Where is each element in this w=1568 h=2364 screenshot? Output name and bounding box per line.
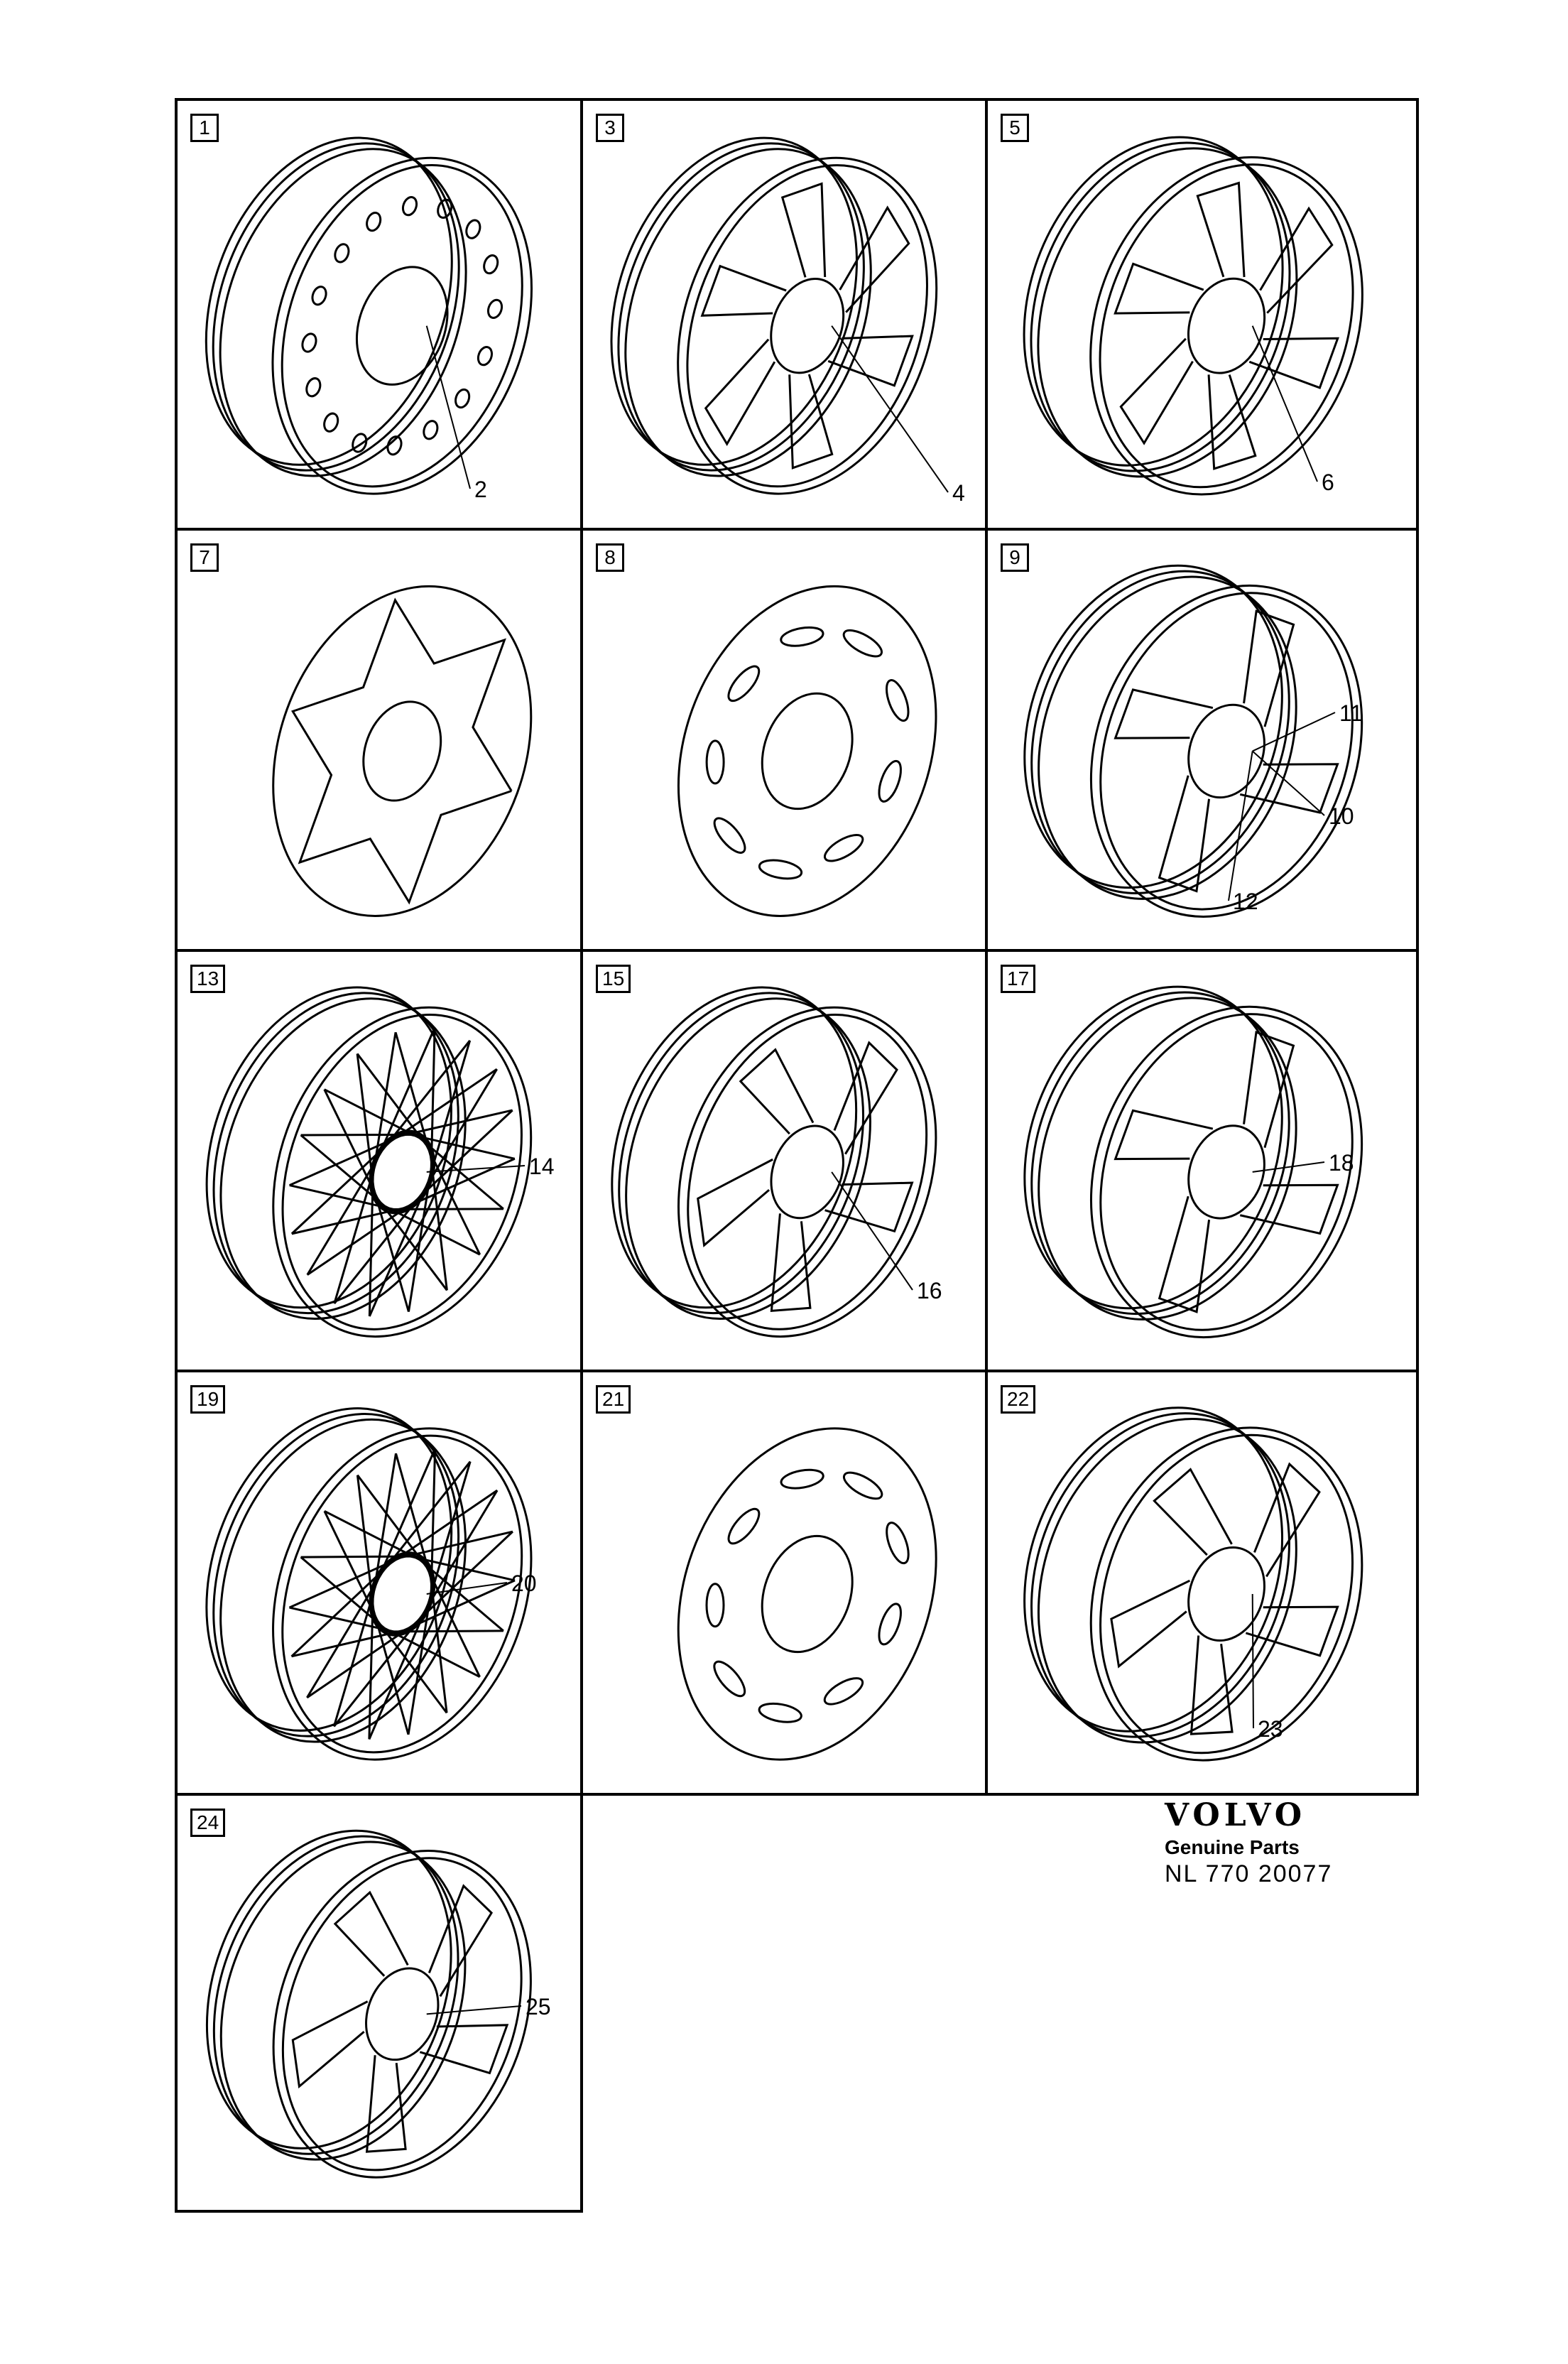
- callout-14: 14: [529, 1154, 555, 1179]
- leader-line: [1252, 750, 1325, 816]
- callout-10: 10: [1329, 803, 1354, 829]
- wheel-illustration: [205, 986, 533, 1338]
- wheel-illustration: [677, 585, 937, 917]
- leader-line: [425, 325, 471, 489]
- wheel-illustration: [1023, 564, 1363, 918]
- cover-outline: [677, 585, 937, 917]
- brand-subtitle: Genuine Parts: [1165, 1836, 1300, 1858]
- wheel-face: [289, 1027, 516, 1317]
- volvo-logo: VOLVO: [1165, 1797, 1307, 1833]
- rim-outline: [205, 136, 533, 495]
- callout-23: 23: [1258, 1716, 1283, 1742]
- rim-outline: [1023, 564, 1363, 918]
- callout-2: 2: [474, 477, 487, 502]
- wheel-illustration: [205, 1829, 532, 2179]
- callout-11: 11: [1339, 700, 1363, 726]
- leader-line: [426, 1582, 508, 1595]
- wheel-face: [301, 196, 503, 456]
- leader-line: [1252, 712, 1336, 752]
- panel-number: 9: [1001, 543, 1029, 572]
- wheel-face: [1114, 1030, 1339, 1313]
- wheel-illustration: [610, 136, 949, 495]
- wheel-face: [705, 626, 910, 880]
- rim-outline: [205, 986, 533, 1338]
- wheel-face: [697, 1041, 914, 1312]
- leader-line: [426, 2005, 522, 2015]
- wheel-face: [291, 1884, 509, 2153]
- rim-outline: [1023, 985, 1363, 1339]
- rim-outline: [610, 136, 938, 495]
- leader-line: [831, 325, 949, 493]
- panel-24: 24 25: [175, 1793, 583, 2213]
- wheel-illustration: [205, 1407, 533, 1761]
- wheel-illustration: [677, 1427, 937, 1761]
- wheel-illustration: [611, 986, 937, 1338]
- panel-number: 1: [190, 114, 219, 142]
- panel-number: 22: [1001, 1385, 1036, 1414]
- leader-line: [1251, 325, 1318, 482]
- callout-20: 20: [511, 1571, 537, 1596]
- wheel-illustration: [1023, 136, 1363, 496]
- wheel-face: [1110, 1462, 1339, 1735]
- leader-line: [426, 1165, 526, 1173]
- cover-outline: [677, 1427, 937, 1761]
- panel-number: 21: [596, 1385, 631, 1414]
- rim-outline: [205, 1407, 533, 1761]
- catalog-code: NL 770 20077: [1165, 1860, 1333, 1887]
- panel-13: 13 14: [175, 949, 583, 1372]
- panel-8: 8: [580, 528, 988, 952]
- wheel-illustration: [1023, 1406, 1363, 1762]
- panel-number: 13: [190, 965, 226, 993]
- leader-line: [1252, 1161, 1325, 1173]
- rim-outline: [611, 986, 937, 1338]
- rim-outline: [1023, 1406, 1363, 1762]
- brand-block: VOLVO Genuine Parts NL 770 20077: [1165, 1797, 1420, 1888]
- panel-9: 9 11 10 12: [985, 528, 1419, 952]
- panel-number: 8: [596, 543, 624, 572]
- panel-number: 19: [190, 1385, 226, 1414]
- panel-number: 5: [1001, 114, 1029, 142]
- panel-number: 17: [1001, 965, 1036, 993]
- panel-22: 22 23: [985, 1370, 1419, 1796]
- panel-number: 7: [190, 543, 219, 572]
- cover-outline: [272, 585, 533, 917]
- wheel-illustration: [1023, 985, 1363, 1339]
- wheel-face: [288, 1448, 516, 1740]
- callout-16: 16: [917, 1278, 942, 1303]
- wheel-face: [700, 182, 914, 470]
- wheel-face: [705, 1468, 910, 1723]
- panel-21: 21: [580, 1370, 988, 1796]
- wheel-face: [1114, 181, 1339, 470]
- panel-number: 15: [596, 965, 631, 993]
- callout-12: 12: [1233, 889, 1258, 914]
- panel-number: 3: [596, 114, 624, 142]
- wheel-illustration: [272, 585, 533, 917]
- rim-outline: [1023, 136, 1363, 496]
- wheel-face: [291, 597, 513, 905]
- callout-25: 25: [526, 1994, 551, 2019]
- panel-number: 24: [190, 1809, 226, 1837]
- callout-18: 18: [1329, 1150, 1354, 1176]
- wheel-illustration: [205, 136, 533, 495]
- leader-line: [831, 1171, 913, 1291]
- leader-line: [1228, 751, 1253, 901]
- wheel-face: [1114, 609, 1339, 893]
- callout-6: 6: [1322, 470, 1334, 495]
- panel-7: 7: [175, 528, 583, 952]
- rim-outline: [205, 1829, 532, 2179]
- callout-4: 4: [952, 480, 965, 506]
